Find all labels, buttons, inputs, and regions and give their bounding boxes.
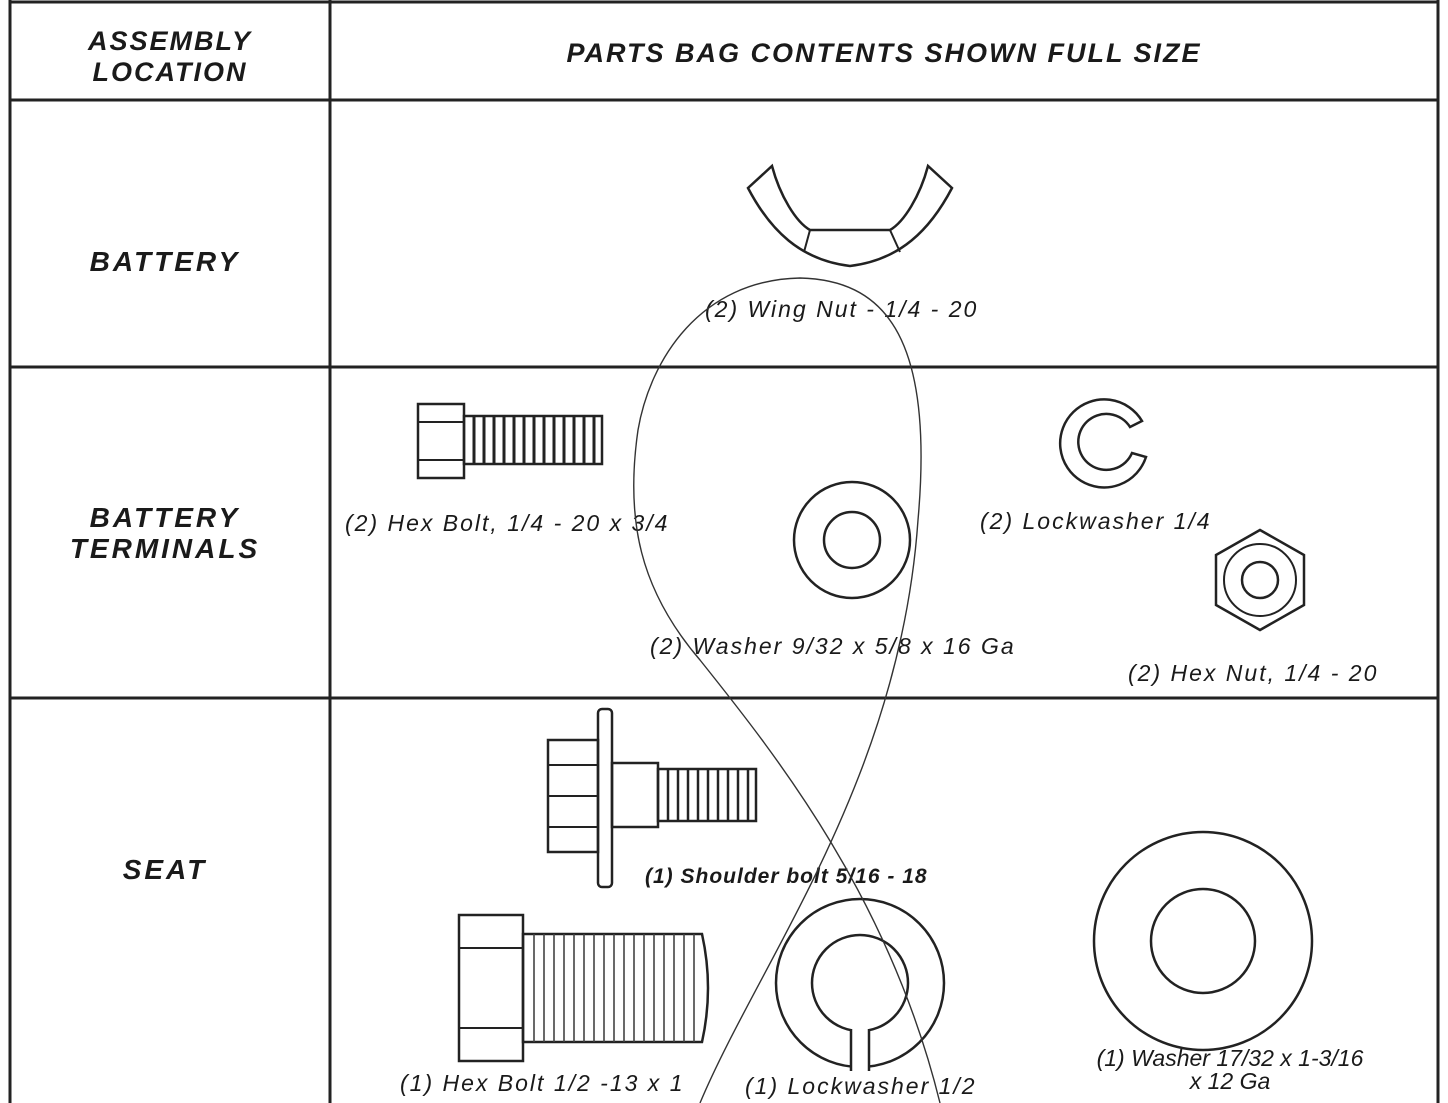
wing-nut-icon bbox=[746, 163, 954, 268]
header-location-line1: ASSEMBLY bbox=[87, 26, 252, 56]
split-lockwasher-icon bbox=[1058, 398, 1148, 489]
part-label-large-flat-washer-line1: (1) Washer 17/32 x 1-3/16 bbox=[1096, 1045, 1364, 1071]
part-label-large-flat-washer-line2: x 12 Ga bbox=[1189, 1068, 1271, 1094]
part-label-shoulder-bolt: (1) Shoulder bolt 5/16 - 18 bbox=[645, 865, 928, 888]
part-label-lockwasher: (2) Lockwasher 1/4 bbox=[980, 508, 1212, 534]
location-battery: BATTERY bbox=[89, 246, 241, 277]
large-hex-bolt-icon bbox=[457, 913, 710, 1063]
hex-bolt-icon bbox=[416, 402, 604, 480]
header-assembly-location: ASSEMBLY LOCATION bbox=[10, 26, 330, 88]
header-location-line2: LOCATION bbox=[92, 57, 248, 87]
part-label-large-flat-washer: (1) Washer 17/32 x 1-3/16 x 12 Ga bbox=[1060, 1045, 1400, 1094]
location-battery-terminals: BATTERY TERMINALS bbox=[0, 502, 330, 564]
part-label-flat-washer: (2) Washer 9/32 x 5/8 x 16 Ga bbox=[650, 633, 1016, 659]
hex-nut-icon bbox=[1214, 528, 1306, 632]
part-label-hex-bolt: (2) Hex Bolt, 1/4 - 20 x 3/4 bbox=[345, 510, 670, 536]
part-label-wing-nut: (2) Wing Nut - 1/4 - 20 bbox=[705, 296, 979, 322]
header-parts-bag-contents: PARTS BAG CONTENTS SHOWN FULL SIZE bbox=[566, 38, 1202, 68]
location-line2: TERMINALS bbox=[69, 533, 261, 564]
part-label-hex-nut: (2) Hex Nut, 1/4 - 20 bbox=[1128, 660, 1379, 686]
large-lockwasher-icon bbox=[774, 897, 946, 1071]
large-flat-washer-icon bbox=[1092, 830, 1314, 1052]
shoulder-bolt-icon bbox=[546, 707, 758, 889]
location-seat: SEAT bbox=[122, 854, 208, 885]
flat-washer-icon bbox=[792, 480, 912, 600]
part-label-large-hex-bolt: (1) Hex Bolt 1/2 -13 x 1 bbox=[400, 1070, 685, 1096]
location-line1: BATTERY bbox=[89, 502, 241, 533]
